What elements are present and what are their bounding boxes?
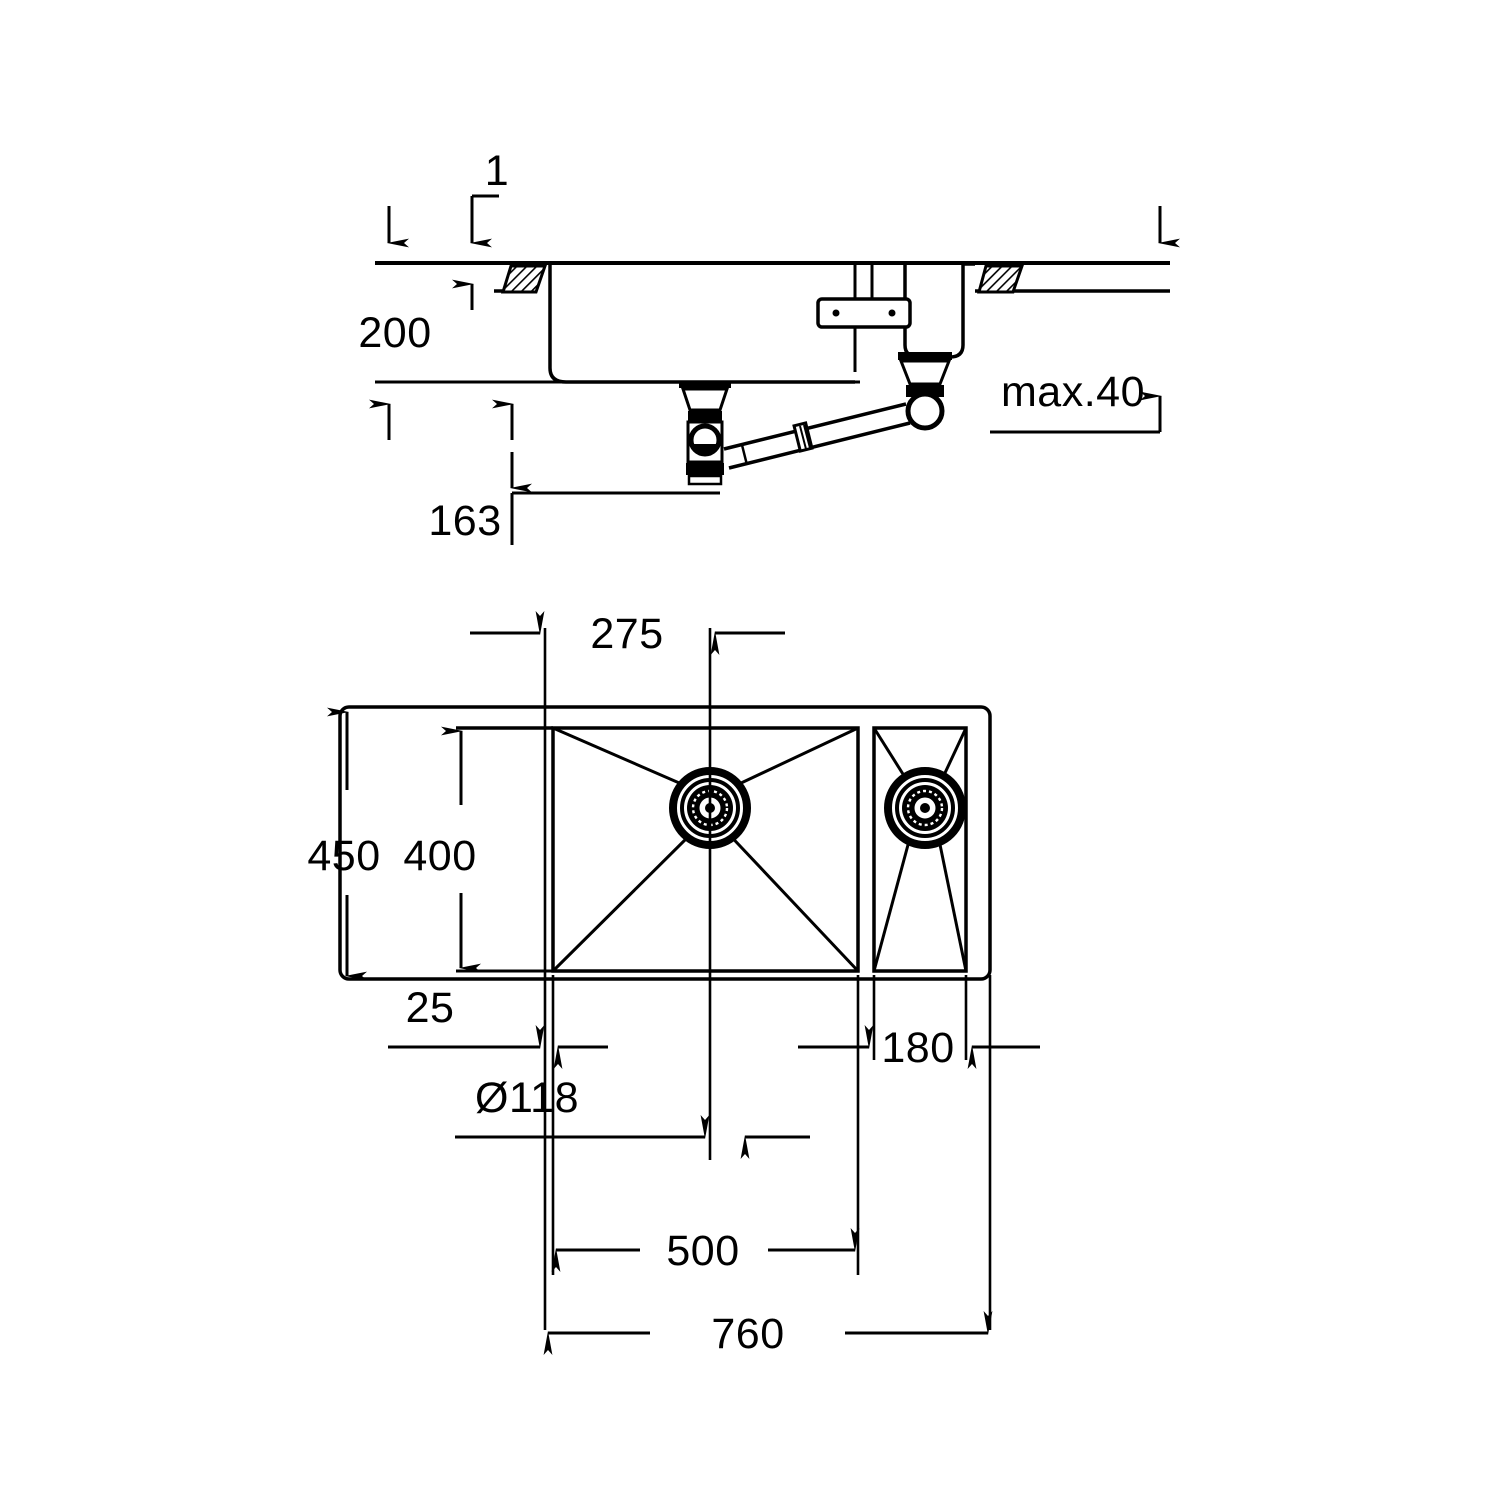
secondary-waste-fitting [898, 352, 952, 431]
dim-label-bowl-height: 400 [403, 832, 476, 880]
sink-outer-cutout [338, 705, 992, 981]
mounting-clip-right-icon [977, 264, 1025, 294]
waste-connection-pipe [723, 402, 911, 470]
dim-label-worktop-thickness: 1 [485, 147, 509, 195]
dim-main-bowl-width: 500 [551, 1227, 860, 1275]
dim-bowl-height: 400 [403, 726, 481, 973]
dim-label-cutout-height: 450 [307, 832, 380, 880]
secondary-bowl-drain-icon [884, 767, 966, 849]
dim-label-bowl-depth: 200 [358, 309, 431, 357]
plan-view: 275 450 400 25 180 [307, 610, 1040, 1358]
dim-drain-offset: 275 [470, 610, 785, 658]
secondary-bowl-outline [872, 726, 968, 973]
plan-extension-lines [543, 628, 992, 1330]
dim-label-main-bowl-width: 500 [666, 1227, 739, 1275]
dim-secondary-bowl-width: 180 [798, 1024, 1040, 1072]
dim-worktop-max: max.40 [990, 206, 1180, 434]
dim-label-overall-width: 760 [711, 1310, 784, 1358]
main-bowl-outline [551, 726, 860, 973]
dim-label-secondary-bowl-width: 180 [881, 1024, 954, 1072]
dim-overall-width: 760 [543, 1310, 993, 1358]
dim-trap-clearance: 163 [428, 399, 720, 545]
mounting-bracket [816, 297, 912, 329]
dim-label-worktop-max: max.40 [1001, 368, 1145, 416]
dim-cutout-height: 450 [307, 707, 380, 981]
dim-label-edge-margin: 25 [406, 984, 455, 1032]
dim-drain-diameter: Ø118 [455, 1074, 810, 1159]
dim-edge-margin: 25 [388, 984, 608, 1069]
cross-section-view: 1 200 163 max.40 [358, 147, 1180, 545]
dim-worktop-thickness: 1 [452, 147, 509, 310]
main-bowl-slope-lines [551, 726, 860, 973]
mounting-clip-left-icon [500, 264, 548, 294]
dim-label-drain-offset: 275 [590, 610, 663, 658]
dim-label-drain-diameter: Ø118 [475, 1074, 579, 1122]
dim-label-trap-clearance: 163 [428, 497, 501, 545]
dim-bowl-depth: 200 [358, 206, 860, 440]
main-bowl-drain-icon [669, 767, 751, 849]
main-waste-fitting [679, 382, 731, 486]
